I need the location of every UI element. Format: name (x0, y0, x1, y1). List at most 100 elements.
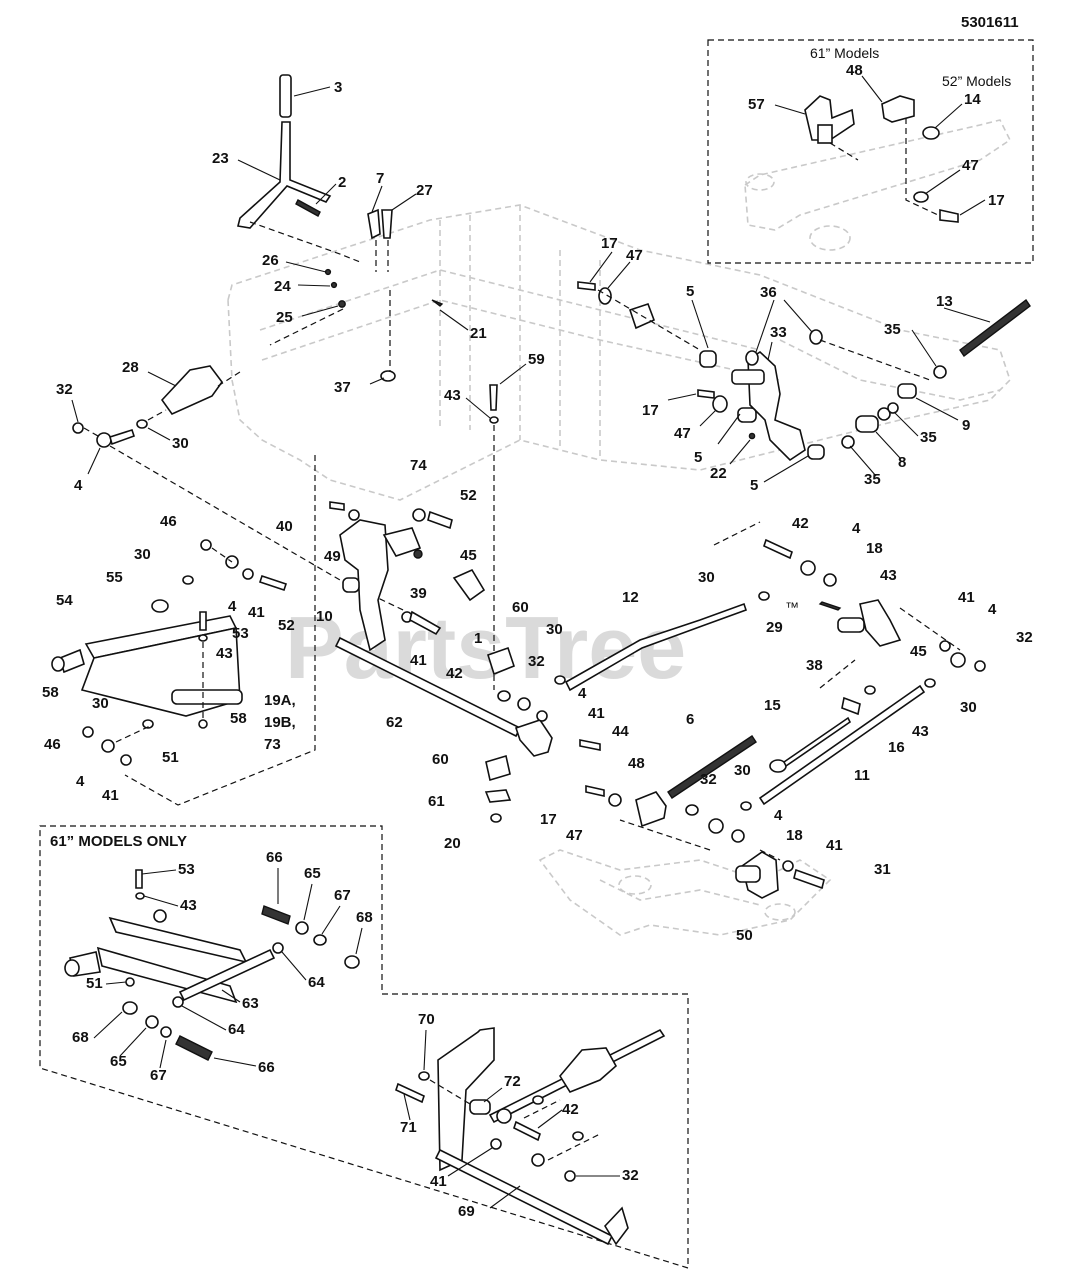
callout-3: 3 (334, 79, 342, 96)
washer-14 (922, 126, 940, 140)
spacer-18-upper (823, 573, 837, 587)
rod-end-65-upper (295, 921, 309, 935)
nut-inset-a (532, 1095, 544, 1105)
nut-35-b (877, 407, 891, 421)
washer-36-a (745, 350, 759, 366)
collar-63 (64, 959, 80, 977)
collar-54 (51, 656, 65, 672)
callout-30-bottom: 30 (734, 762, 751, 779)
callout-37: 37 (334, 379, 351, 396)
washer-36-b (809, 329, 823, 345)
callout-68-lower: 68 (72, 1029, 89, 1046)
washer-55 (151, 599, 169, 613)
callout-4-bottom: 4 (774, 807, 783, 824)
nut-30-far-right (924, 678, 936, 688)
callout-41-right: 41 (958, 589, 975, 606)
callout-67-lower: 67 (150, 1067, 167, 1084)
bolt-53-inset (135, 869, 143, 889)
nut-32-left (72, 422, 84, 434)
plate-63-upper (108, 916, 248, 964)
inset-61-only-title: 61” MODELS ONLY (50, 833, 187, 850)
callout-43-left: 43 (216, 645, 233, 662)
washer-26 (324, 268, 332, 276)
callout-53-left: 53 (232, 625, 249, 642)
callout-9: 9 (962, 417, 970, 434)
main-assembly (51, 74, 1031, 899)
callout-50: 50 (736, 927, 753, 944)
nut-32-bottom (685, 804, 699, 816)
callout-43-lower-right: 43 (912, 723, 929, 740)
callout-32-bottom: 32 (700, 771, 717, 788)
callout-47-inset: 47 (962, 157, 979, 174)
callout-6: 6 (686, 711, 694, 728)
callout-47-upper: 47 (626, 247, 643, 264)
callout-62: 62 (386, 714, 403, 731)
nut-inset-b (572, 1131, 584, 1141)
washer-43-inset (135, 892, 145, 900)
nut-46-lower (82, 726, 94, 738)
callout-59: 59 (528, 351, 545, 368)
callout-38: 38 (806, 657, 823, 674)
callout-30-lower-left: 30 (92, 695, 109, 712)
callout-18-upper: 18 (866, 540, 883, 557)
callout-35-lower: 35 (864, 471, 881, 488)
rod-end-69-lower (531, 1153, 545, 1167)
callout-45-right: 45 (910, 643, 927, 660)
nut-35-c (887, 402, 899, 414)
plate-48 (635, 791, 667, 828)
pin-22 (748, 432, 756, 440)
callout-16: 16 (888, 739, 905, 756)
block-9 (897, 383, 917, 399)
rod-end-4-center (517, 697, 531, 711)
callout-55: 55 (106, 569, 123, 586)
callout-47-lower: 47 (674, 425, 691, 442)
pad-39 (382, 527, 422, 557)
callout-57: 57 (748, 96, 765, 113)
callout-51-inset: 51 (86, 975, 103, 992)
callout-17-lower: 17 (642, 402, 659, 419)
callout-58-left: 58 (42, 684, 59, 701)
callout-8: 8 (898, 454, 906, 471)
grip-3 (279, 74, 292, 118)
shaft-63 (178, 948, 276, 1002)
callout-35-mid: 35 (920, 429, 937, 446)
callout-41-inset: 41 (430, 1173, 447, 1190)
callout-72: 72 (504, 1073, 521, 1090)
callout-64-lower: 64 (228, 1021, 245, 1038)
callout-1: 1 (474, 630, 482, 647)
callout-69: 69 (458, 1203, 475, 1220)
bushing-5-b (737, 407, 757, 423)
callout-66-upper: 66 (266, 849, 283, 866)
callout-43-inset: 43 (180, 897, 197, 914)
callout-10: 10 (316, 608, 333, 625)
washer-41-lower (536, 710, 548, 722)
block-8 (855, 415, 879, 433)
bolt-66-lower (175, 1035, 213, 1061)
callout-31: 31 (874, 861, 891, 878)
callout-65-lower: 65 (110, 1053, 127, 1070)
callout-15: 15 (764, 697, 781, 714)
inset-leaders (93, 868, 620, 1209)
washer-41-right (939, 640, 951, 652)
washer-47-lower (712, 395, 728, 413)
callout-17-upper: 17 (601, 235, 618, 252)
nut-35-a (933, 365, 947, 379)
bolt-17-upper (577, 281, 596, 291)
callout-71: 71 (400, 1119, 417, 1136)
callout-32-center: 32 (528, 653, 545, 670)
bolt-52-left (258, 574, 288, 592)
callout-49: 49 (324, 548, 341, 565)
bolt-52-center (427, 510, 453, 530)
washer-67-lower (160, 1026, 172, 1038)
callout-18-lower: 18 (786, 827, 803, 844)
callout-42-center: 42 (446, 665, 463, 682)
nut-70 (418, 1071, 430, 1081)
nut-37 (380, 370, 396, 382)
nut-30-center (554, 675, 566, 685)
callout-25: 25 (276, 309, 293, 326)
callout-46-upper: 46 (160, 513, 177, 530)
bolt-17-bottom (585, 785, 605, 797)
nut-45-center (413, 549, 423, 559)
shaft-69-arm (603, 1206, 629, 1246)
diagram-id: 5301611 (961, 14, 1019, 31)
